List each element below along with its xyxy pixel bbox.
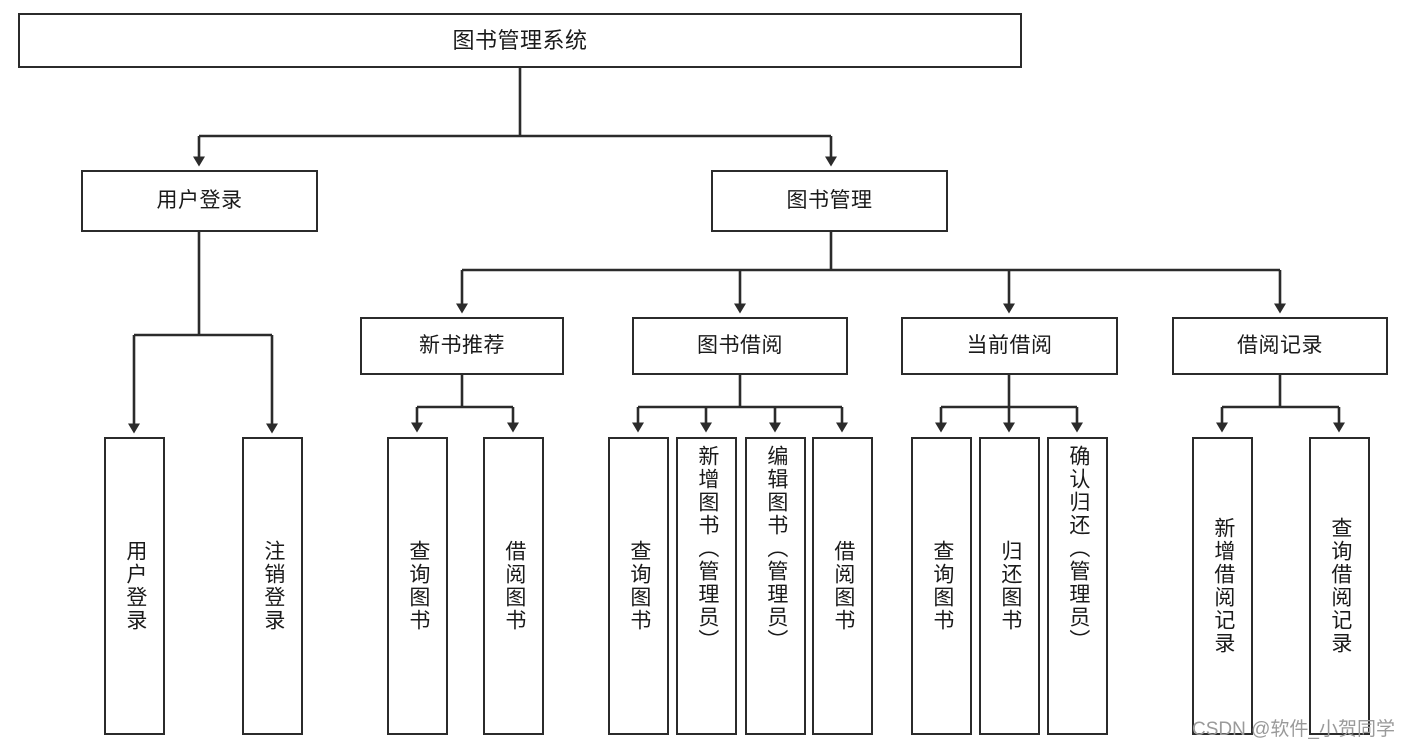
node-book-management[interactable]: 图书管理 xyxy=(711,170,948,232)
node-label: 查询图书 xyxy=(930,540,954,632)
node-label: 图书管理系统 xyxy=(452,27,588,53)
node-label: 确认归还（管理员） xyxy=(1066,445,1090,652)
node-label: 当前借阅 xyxy=(966,333,1053,357)
node-leaf-return-book[interactable]: 归还图书 xyxy=(979,437,1040,735)
node-label: 用户登录 xyxy=(156,188,243,212)
node-label: 注销登录 xyxy=(261,540,285,632)
node-label: 归还图书 xyxy=(998,540,1022,632)
node-label: 查询借阅记录 xyxy=(1328,517,1352,655)
node-label: 借阅图书 xyxy=(831,540,855,632)
node-borrow-record[interactable]: 借阅记录 xyxy=(1172,317,1388,375)
node-root-book-management-system[interactable]: 图书管理系统 xyxy=(18,13,1022,68)
node-current-borrow[interactable]: 当前借阅 xyxy=(901,317,1118,375)
node-book-borrow[interactable]: 图书借阅 xyxy=(632,317,848,375)
node-label: 新增图书（管理员） xyxy=(695,445,719,652)
node-leaf-user-login[interactable]: 用户登录 xyxy=(104,437,165,735)
node-user-login[interactable]: 用户登录 xyxy=(81,170,318,232)
node-leaf-add-borrow-record[interactable]: 新增借阅记录 xyxy=(1192,437,1253,735)
node-leaf-borrow-book[interactable]: 借阅图书 xyxy=(812,437,873,735)
node-label: 新书推荐 xyxy=(419,333,505,357)
node-leaf-edit-book[interactable]: 编辑图书（管理员） xyxy=(745,437,806,735)
node-label: 新增借阅记录 xyxy=(1211,517,1235,655)
node-leaf-query-book-borrow[interactable]: 查询图书 xyxy=(608,437,669,735)
node-label: 借阅图书 xyxy=(502,540,526,632)
node-leaf-confirm-return[interactable]: 确认归还（管理员） xyxy=(1047,437,1108,735)
node-leaf-query-book-current[interactable]: 查询图书 xyxy=(911,437,972,735)
node-label: 查询图书 xyxy=(627,540,651,632)
node-leaf-add-book[interactable]: 新增图书（管理员） xyxy=(676,437,737,735)
node-new-book-recommend[interactable]: 新书推荐 xyxy=(360,317,564,375)
node-label: 借阅记录 xyxy=(1237,333,1323,357)
node-leaf-query-borrow-record[interactable]: 查询借阅记录 xyxy=(1309,437,1370,735)
node-label: 编辑图书（管理员） xyxy=(764,445,788,652)
node-leaf-logout-login[interactable]: 注销登录 xyxy=(242,437,303,735)
node-label: 用户登录 xyxy=(123,540,147,632)
node-label: 图书借阅 xyxy=(697,333,783,357)
csdn-watermark: CSDN @软件_小贺同学 xyxy=(1192,719,1395,740)
node-leaf-borrow-book-recommend[interactable]: 借阅图书 xyxy=(483,437,544,735)
node-label: 图书管理 xyxy=(786,188,873,212)
node-label: 查询图书 xyxy=(406,540,430,632)
node-leaf-query-book-recommend[interactable]: 查询图书 xyxy=(387,437,448,735)
